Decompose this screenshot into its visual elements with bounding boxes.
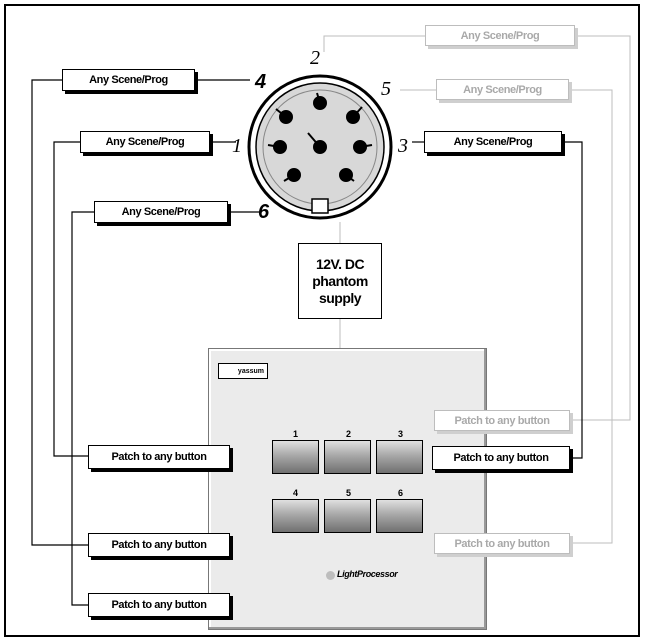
wire-pin2-return [570, 35, 631, 421]
button-panel [208, 348, 487, 630]
button-number-1: 1 [293, 429, 299, 439]
connector-pin-1 [267, 140, 287, 154]
button-number-3: 3 [398, 429, 404, 439]
scene-label-pin2: Any Scene/Prog [425, 25, 575, 46]
button-number-4: 4 [293, 488, 299, 498]
scene-label-pin3: Any Scene/Prog [424, 131, 562, 153]
button-number-5: 5 [346, 488, 352, 498]
connector-pin-3 [353, 140, 373, 154]
wire-pin6 [71, 211, 94, 606]
panel-button-4[interactable] [272, 499, 319, 533]
panel-brand-text: yassum [237, 367, 264, 375]
button-number-6: 6 [398, 488, 404, 498]
panel-button-1[interactable] [272, 440, 319, 474]
patch-label-button-2: Patch to any button [434, 410, 570, 431]
wire-pin5-return [570, 89, 613, 544]
connector-pin-5 [346, 106, 363, 124]
connector-pin-2 [313, 92, 327, 110]
scene-label-pin4: Any Scene/Prog [62, 69, 195, 91]
scene-label-pin5: Any Scene/Prog [436, 79, 569, 100]
phantom-line-3: supply [318, 289, 362, 306]
pin-number-6: 6 [258, 201, 270, 223]
patch-label-button-5: Patch to any button [434, 533, 570, 554]
button-number-2: 2 [346, 429, 352, 439]
panel-button-5[interactable] [324, 499, 371, 533]
phantom-line-1: 12V. DC [315, 255, 365, 272]
lightprocessor-dot-icon [326, 571, 335, 580]
wire-pin4 [31, 79, 88, 546]
scene-label-pin6: Any Scene/Prog [94, 201, 228, 223]
wire-pin1 [53, 141, 88, 457]
panel-button-2[interactable] [324, 440, 371, 474]
scene-label-pin1: Any Scene/Prog [80, 131, 210, 153]
connector-pin-7 [339, 168, 355, 182]
patch-label-button-1: Patch to any button [88, 445, 230, 469]
pin-number-4: 4 [255, 71, 267, 93]
connector-pin-6 [283, 168, 301, 182]
panel-brand-logo: yassum [218, 363, 268, 379]
pin-number-3: 3 [398, 135, 408, 157]
pin-number-2: 2 [310, 47, 320, 69]
phantom-line-2: phantom [312, 272, 368, 289]
din-connector [247, 74, 393, 220]
pin-number-1: 1 [232, 135, 242, 157]
patch-label-button-4: Patch to any button [88, 533, 230, 557]
panel-button-3[interactable] [376, 440, 423, 474]
patch-label-button-3: Patch to any button [432, 446, 570, 470]
pin-number-5: 5 [381, 78, 391, 100]
wire-pin2 [323, 35, 425, 52]
panel-button-6[interactable] [376, 499, 423, 533]
phantom-supply-box: 12V. DC phantom supply [298, 243, 382, 319]
connector-pin-4 [275, 108, 293, 124]
patch-label-button-6: Patch to any button [88, 593, 230, 617]
wire-pin3 [562, 141, 583, 459]
lightprocessor-label: LightProcessor [337, 569, 398, 579]
connector-pin-centre [307, 132, 327, 154]
